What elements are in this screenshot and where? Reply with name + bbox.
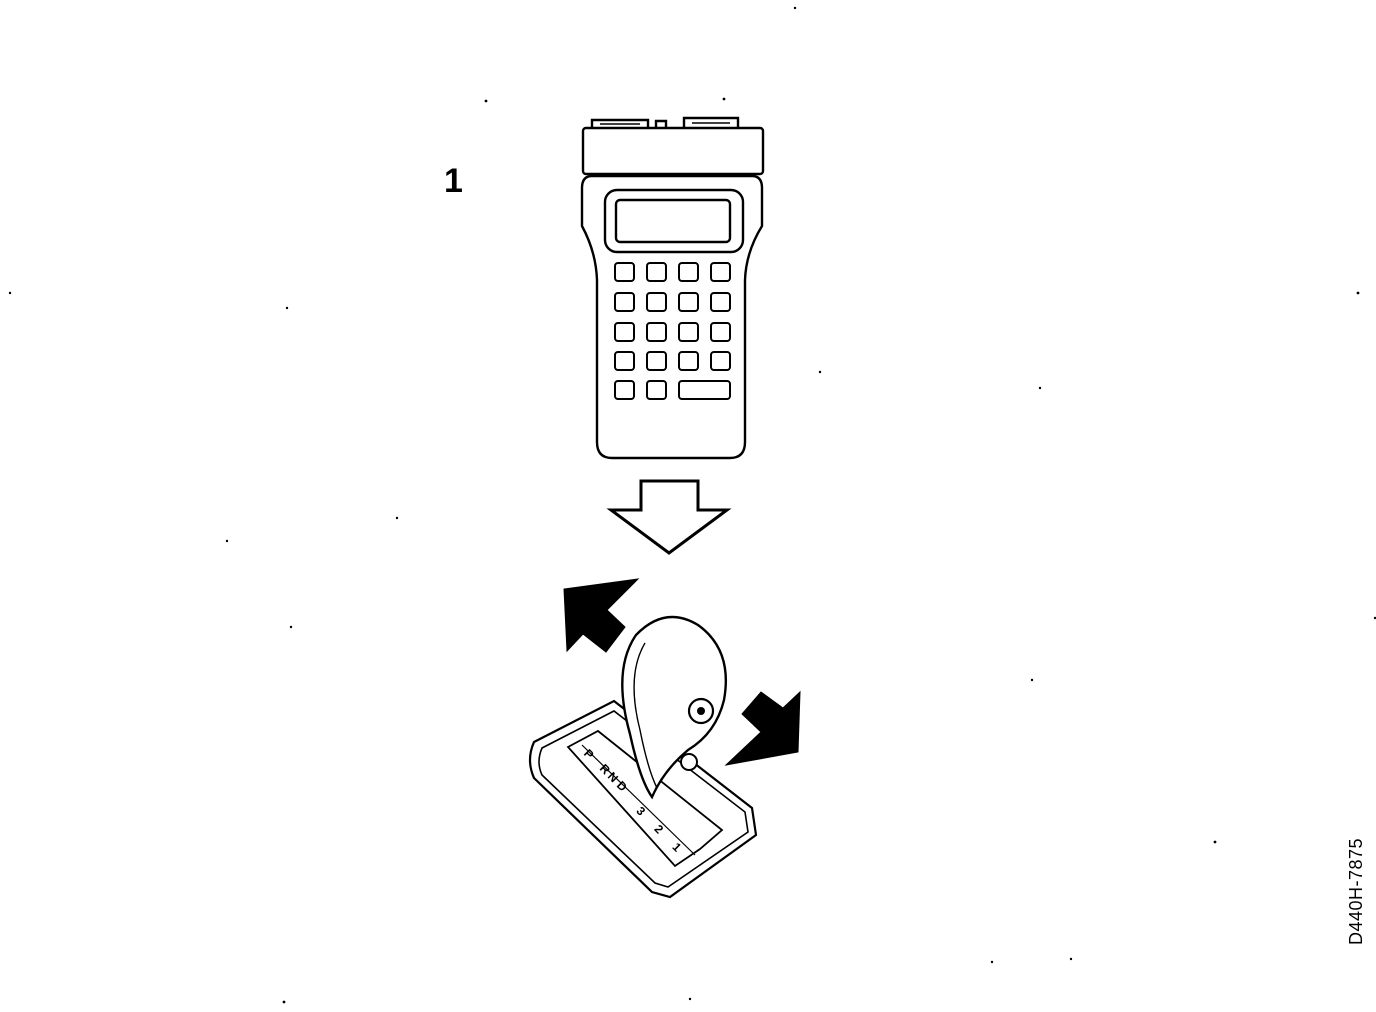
step-number: 1 [444, 162, 463, 200]
shift-lever-handle [621, 615, 728, 800]
shift-gate-slot [566, 729, 724, 868]
keypad-key [614, 262, 635, 282]
down-arrow-icon [606, 479, 732, 555]
scan-speckles [8, 6, 1376, 1004]
keypad-key [614, 351, 635, 371]
keypad-key [710, 262, 731, 282]
keypad-key [710, 351, 731, 371]
keypad-key [614, 380, 635, 400]
tester-display-bezel [603, 188, 745, 254]
keypad-key-wide [678, 380, 731, 400]
keypad-key [678, 292, 699, 312]
move-up-left-arrow-icon [563, 578, 640, 653]
tester-body [580, 174, 764, 460]
keypad-key [614, 322, 635, 342]
keypad-key [614, 292, 635, 312]
keypad-key [678, 262, 699, 282]
keypad-key [646, 262, 667, 282]
tester-connector-top [581, 116, 765, 176]
keypad-key [646, 380, 667, 400]
keypad-key [678, 322, 699, 342]
shift-gate: P R N D 3 2 1 [528, 699, 758, 899]
tester-display-screen [614, 198, 732, 244]
keypad-key [646, 322, 667, 342]
shift-lock-knob [680, 753, 698, 771]
shift-lever [621, 615, 728, 800]
move-down-left-arrow-icon [724, 690, 801, 766]
tester-keypad [614, 262, 731, 400]
keypad-key [710, 322, 731, 342]
keypad-key [678, 351, 699, 371]
keypad-key [710, 292, 731, 312]
keypad-key [646, 351, 667, 371]
keypad-key [646, 292, 667, 312]
diagnostic-tester [580, 116, 765, 460]
figure-code: D440H-7875 [1346, 837, 1366, 945]
